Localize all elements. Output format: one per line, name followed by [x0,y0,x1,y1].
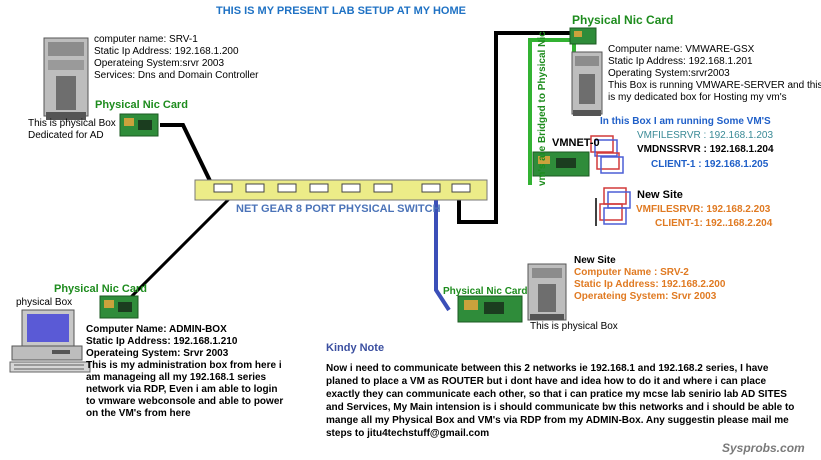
diagram-title: THIS IS MY PRESENT LAB SETUP AT MY HOME [216,5,466,17]
vm-client1-site1: CLIENT-1 : 192.168.1.205 [651,159,769,170]
gsx-os: Operating System:srvr2003 [608,68,730,79]
note-body: Now i need to communicate between this 2… [326,363,795,439]
srv1-info: computer name: SRV-1 Static Ip Address: … [94,34,259,82]
srv1-ip: Static Ip Address: 192.168.1.200 [94,46,239,57]
nic-card-icon-srv2 [457,295,523,323]
cable-switch-to-srv2 [434,192,451,312]
srv1-computer-name: computer name: SRV-1 [94,34,198,45]
server-tower-icon-srv2 [527,263,567,321]
admin-computer-name: Computer Name: ADMIN-BOX [86,324,227,335]
srv2-info: Computer Name : SRV-2 Static Ip Address:… [574,267,725,303]
cable-switch-to-gsx [457,31,570,224]
vm-vmfilesrvr-1: VMFILESRVR : 192.168.1.203 [637,130,774,141]
bridged-vertical-note: vm's are Bridged to Physical Nic [537,31,548,186]
cable-srv1-to-switch [160,123,214,186]
srv2-box-note: This is physical Box [530,321,618,332]
srv1-box-note: This is physical Box Dedicated for AD [28,118,116,142]
watermark: Sysprobs.com [722,441,805,455]
admin-desc-line3: network via RDP, Even i am able to login [86,384,278,395]
srv1-box-note-line2: Dedicated for AD [28,130,104,141]
desktop-computer-icon-admin [9,309,91,373]
gsx-desc-line1: This Box is running VMWARE-SERVER and th… [608,80,821,91]
gsx-info: Computer name: VMWARE-GSX Static Ip Addr… [608,44,821,104]
srv2-os: Operateing System: Srvr 2003 [574,291,717,302]
admin-desc-line5: on the VM's from here [86,408,191,419]
admin-info: Computer Name: ADMIN-BOX Static Ip Addre… [86,324,283,420]
bridge-line-green [528,38,576,185]
vm-vmdnssrvr: VMDNSSRVR : 192.168.1.204 [637,144,774,155]
switch-label: NET GEAR 8 PORT PHYSICAL SWITCH [236,203,441,215]
cable-admin-to-switch [118,188,240,310]
gsx-desc-line2: is my dedicated box for Hosting my vm's [608,92,787,103]
admin-nic-label: Physical Nic Card [54,283,147,295]
nic-card-icon-srv1 [119,113,159,137]
server-tower-icon-gsx [571,51,603,116]
nic-card-icon-vmnet [532,151,590,177]
nic-card-icon-admin [99,295,139,319]
vmnet-label: VMNET-0 [552,137,600,149]
gsx-running-note: In this Box I am running Some VM'S [600,116,771,127]
note-heading: Kindy Note [326,342,385,354]
srv2-nic-label: Physical Nic Card [443,286,528,297]
srv1-services: Services: Dns and Domain Controller [94,70,259,81]
vm-client1-site2: CLIENT-1: 192..168.2.204 [655,218,773,229]
srv1-nic-label: Physical Nic Card [95,99,188,111]
admin-desc-line1: This is my administration box from here … [86,360,282,371]
vm-vmfilesrvr-2: VMFILESRVR: 192.168.2.203 [636,204,771,215]
server-tower-icon-srv1 [43,37,89,120]
admin-desc-line4: to vmware webconsole and able to power [86,396,284,407]
admin-os: Operateing System: Srvr 2003 [86,348,229,359]
vm-window-icons [590,135,631,226]
admin-ip: Static Ip Address: 192.168.1.210 [86,336,238,347]
gsx-nic-label: Physical Nic Card [572,13,674,27]
srv1-box-note-line1: This is physical Box [28,118,116,129]
srv1-os: Operateing System:srvr 2003 [94,58,225,69]
gsx-new-site-label: New Site [637,189,683,201]
srv2-new-site-label: New Site [574,255,616,266]
admin-box-label: physical Box [16,297,73,308]
srv2-computer-name: Computer Name : SRV-2 [574,267,689,278]
gsx-computer-name: Computer name: VMWARE-GSX [608,44,755,55]
network-switch [194,179,488,201]
nic-card-icon-gsx [569,27,597,45]
admin-desc-line2: am manageing all my 192.168.1 series [86,372,267,383]
srv2-ip: Static Ip Address: 192.168.2.200 [574,279,726,290]
gsx-ip: Static Ip Address: 192.168.1.201 [608,56,753,67]
